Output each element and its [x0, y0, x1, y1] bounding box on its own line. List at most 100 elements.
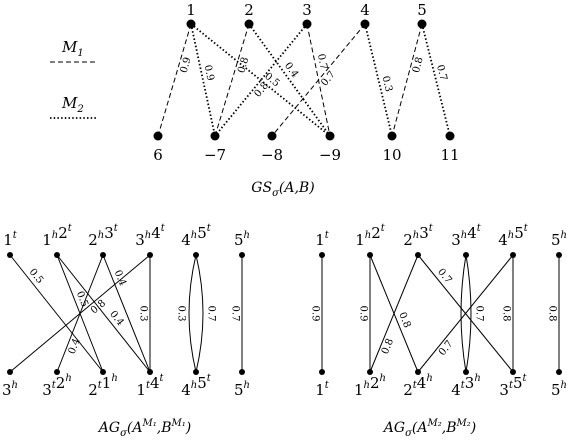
gs-node-label: 4: [360, 1, 370, 19]
ag-m2-edge-weight: 0.7: [435, 267, 454, 286]
ag-m2-node-label: 1t: [315, 230, 330, 249]
gs-edge-weight: 0.9: [179, 56, 194, 74]
ag-m1-node: [100, 252, 106, 258]
gs-node-label: 6: [153, 146, 163, 164]
gs-edge: [214, 23, 250, 137]
ag-m2-node: [319, 369, 325, 375]
gs-node: [267, 131, 277, 141]
ag-m2-edge-weight: 0.7: [437, 339, 456, 358]
ag-m2-edge: [460, 254, 467, 373]
ag-m2-node: [319, 252, 325, 258]
ag-m2-node-label: 2t4h: [403, 373, 433, 399]
ag-m1-node-label: 5h: [234, 230, 250, 249]
ag-m1-edge-weight: 0.3: [138, 306, 149, 322]
ag-m1-node: [7, 252, 13, 258]
ag-m1-node-label: 1h2t: [42, 223, 73, 249]
ag-m2-node: [463, 369, 469, 375]
ag-m1-caption: AGσ(AM₁,BM₁): [97, 418, 191, 439]
ag-m2-edge-weight: 0.9: [310, 306, 321, 322]
gs-node: [325, 131, 335, 141]
ag-m1-edge-weight: 0.4: [67, 337, 83, 356]
ag-m1-edge-weight: 0.5: [27, 267, 46, 286]
gs-edge-weight: 0.3: [379, 75, 393, 93]
ag-m2-node-label: 5h: [551, 380, 567, 399]
ag-m2-node: [367, 252, 373, 258]
ag-m1-edge-weight: 0.8: [89, 298, 108, 317]
ag-m2-node: [367, 369, 373, 375]
ag-m1-node-label: 3h4t: [135, 223, 166, 249]
gs-edge: [157, 23, 192, 137]
gs-edge-weight: 0.7: [319, 69, 338, 88]
ag-m2-edge-weight: 0.8: [380, 337, 396, 356]
ag-m2-edge: [465, 254, 472, 373]
ag-m2-edge: [417, 254, 514, 373]
ag-m2-node-label: 4h5t: [498, 223, 529, 249]
ag-m1-edge-weight: 0.5: [74, 290, 90, 309]
gs-node-label: −7: [204, 146, 226, 164]
ag-m2-node-label: 2h3t: [403, 223, 434, 249]
gs-node: [302, 19, 312, 29]
legend-m1-label: M1: [61, 38, 84, 59]
ag-m1-edge-weight: 0.4: [107, 309, 126, 328]
ag-m1-node: [239, 369, 245, 375]
gs-node-label: −9: [319, 146, 341, 164]
ag-m1-node-label: 3t2h: [42, 373, 72, 399]
gs-node: [387, 131, 397, 141]
ag-m2-edge-weight: 0.9: [358, 306, 369, 322]
ag-m2-caption: AGσ(AM₂,BM₂): [382, 418, 476, 439]
ag-m1-node: [193, 369, 199, 375]
ag-m2-node-label: 1h2h: [354, 373, 386, 399]
ag-m1-edge: [9, 254, 151, 373]
gs-node: [445, 131, 455, 141]
gs-node-label: −8: [261, 146, 283, 164]
legend-m2-label: M2: [61, 94, 84, 115]
gs-edge: [421, 23, 451, 137]
ag-m2-node: [510, 252, 516, 258]
gs-edge: [391, 23, 423, 137]
ag-m2-node: [556, 369, 562, 375]
ag-m2-node: [463, 252, 469, 258]
gs-node: [153, 131, 163, 141]
ag-m1-node-label: 2h3t: [88, 223, 119, 249]
ag-m1-node-label: 1t: [3, 230, 18, 249]
gs-node: [186, 19, 196, 29]
gs-edge-weight: 0.8: [236, 56, 251, 74]
gs-edge-weight: 0.7: [434, 64, 449, 82]
ag-m1-node: [147, 369, 153, 375]
ag-m1-edge: [56, 254, 151, 373]
gs-node-label: 2: [244, 1, 254, 19]
ag-m1-edge: [195, 254, 204, 373]
ag-m2-node-label: 4t3h: [451, 373, 481, 399]
ag-m1-node-label: 5h: [234, 380, 250, 399]
ag-m1-node-label: 3h: [2, 380, 18, 399]
ag-m2-node-label: 3h4t: [451, 223, 482, 249]
gs-node-label: 3: [302, 1, 312, 19]
ag-m2-node: [556, 252, 562, 258]
gs-node-label: 5: [417, 1, 427, 19]
ag-m1-node: [54, 252, 60, 258]
ag-m1-node: [239, 252, 245, 258]
gs-node-label: 1: [186, 1, 196, 19]
ag-m1-node-label: 4h5t: [181, 223, 212, 249]
gs-edge: [364, 23, 393, 137]
ag-m1-edge-weight: 0.4: [112, 269, 128, 288]
gs-edge: [190, 23, 216, 137]
legend: M1 M2: [50, 38, 98, 119]
ag-m1-node: [7, 369, 13, 375]
ag-m2-node: [415, 369, 421, 375]
ag-m1-node: [147, 252, 153, 258]
ag-m2-node-label: 5h: [551, 230, 567, 249]
ag-m2-node-label: 3t5t: [499, 373, 527, 399]
gs-caption: GSσ(A,B): [251, 180, 314, 199]
ag-m2-node: [415, 252, 421, 258]
gs-edge: [190, 23, 331, 137]
ag-m2-edge-weight: 0.8: [547, 306, 558, 322]
ag-m2-edge-weight: 0.8: [501, 306, 512, 322]
ag-m1-node-label: 4h5t: [181, 373, 212, 399]
ag-m2-edge-weight: 0.8: [396, 311, 412, 330]
ag-m1-edge: [188, 254, 197, 373]
